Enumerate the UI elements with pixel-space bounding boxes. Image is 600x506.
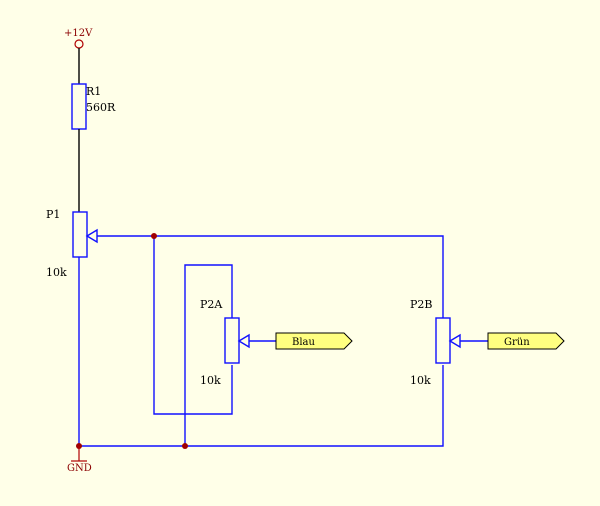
p1-wiper-arrow (85, 228, 98, 244)
p1-ref: P1 (46, 208, 60, 221)
p2b-ref: P2B (410, 298, 432, 311)
r1-ref: R1 (86, 85, 101, 98)
potentiometer-p1[interactable]: P1 10k (46, 208, 98, 279)
r1-value: 560R (86, 101, 116, 114)
p2a-value: 10k (200, 374, 221, 387)
vcc-symbol: +12V (64, 28, 93, 84)
gnd-symbol: GND (67, 446, 92, 474)
p1-value: 10k (46, 266, 67, 279)
wire-p2a-top (184, 264, 233, 446)
junction-dot (151, 233, 157, 239)
p2a-wiper-arrow (237, 333, 250, 349)
port-gruen-label: Grün (504, 337, 530, 348)
potentiometer-p2a[interactable]: P2A 10k (200, 298, 276, 387)
potentiometer-p2b[interactable]: P2B 10k (410, 298, 488, 387)
port-blau-label: Blau (292, 337, 316, 348)
wire-wiper-net (97, 235, 444, 318)
junction-dot (182, 443, 188, 449)
resistor-r1[interactable]: R1 560R (71, 83, 116, 212)
p2a-ref: P2A (200, 298, 223, 311)
port-blau[interactable]: Blau (275, 332, 353, 350)
vcc-label: +12V (64, 28, 93, 39)
gnd-label: GND (67, 463, 92, 474)
p2b-value: 10k (410, 374, 431, 387)
wire-ground-net (79, 365, 444, 447)
wire-p2a-bottom (153, 236, 233, 415)
port-gruen[interactable]: Grün (487, 332, 565, 350)
p2b-wiper-arrow (448, 333, 461, 349)
